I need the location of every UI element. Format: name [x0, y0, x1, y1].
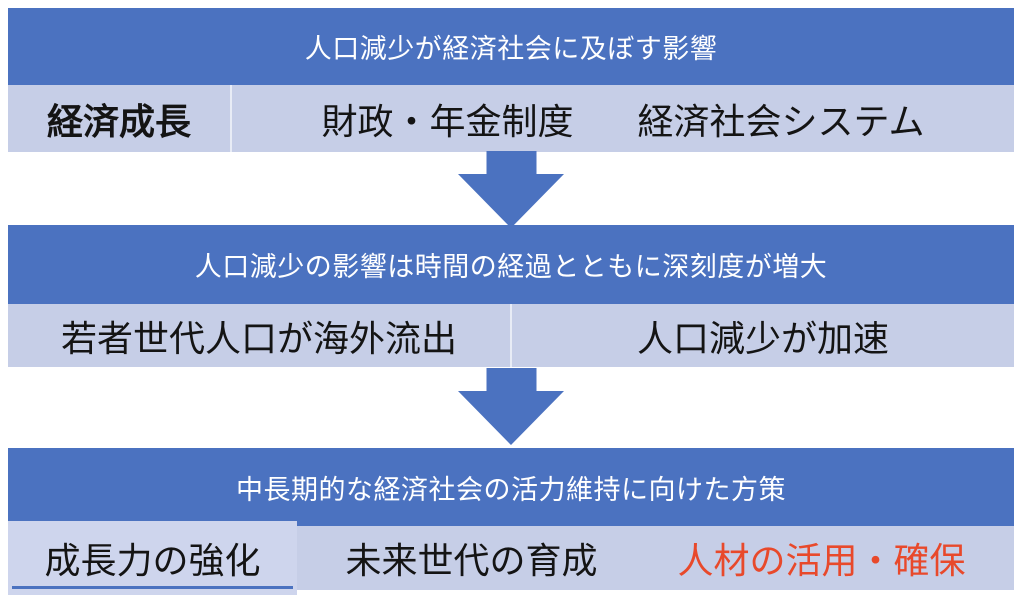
cell-economic-growth-label: 経済成長 [46, 100, 191, 142]
cell-economic-growth: 経済成長 [8, 85, 230, 152]
cell-socioeconomic-system-label: 経済社会システム [637, 100, 925, 142]
down-arrow-icon [458, 151, 564, 228]
cell-talent-utilization-label: 人材の活用・確保 [677, 540, 966, 581]
cell-population-decline-accelerates-label: 人口減少が加速 [636, 317, 889, 359]
section2-header-label: 人口減少の影響は時間の経過とともに深刻度が増大 [194, 252, 828, 282]
section2-cell-divider [510, 304, 512, 367]
cell-population-decline-accelerates: 人口減少が加速 [512, 304, 1014, 367]
down-arrow-icon [458, 368, 564, 445]
section3-header-label: 中長期的な経済社会の活力維持に向けた方策 [236, 474, 786, 505]
section1-header-label: 人口減少が経済社会に及ぼす影響 [304, 34, 718, 64]
section2-body: 若者世代人口が海外流出 人口減少が加速 [8, 304, 1014, 367]
cell-growth-strengthening: 成長力の強化 [8, 521, 297, 595]
section1-body: 経済成長 財政・年金制度 経済社会システム [8, 85, 1014, 152]
section1-header: 人口減少が経済社会に及ぼす影響 [8, 8, 1014, 85]
section3-right-cells: 未来世代の育成 人材の活用・確保 [297, 526, 1014, 590]
cell-growth-strengthening-label: 成長力の強化 [44, 540, 261, 581]
cell-finance-pension-label: 財政・年金制度 [321, 100, 574, 142]
cell-youth-outflow: 若者世代人口が海外流出 [8, 304, 510, 367]
section3-header: 中長期的な経済社会の活力維持に向けた方策 [8, 448, 1014, 526]
section1-right-cells: 財政・年金制度 経済社会システム [232, 85, 1014, 152]
section2-header: 人口減少の影響は時間の経過とともに深刻度が増大 [8, 225, 1014, 304]
cell-youth-outflow-label: 若者世代人口が海外流出 [60, 317, 457, 359]
growth-cell-underline [12, 586, 293, 589]
cell-future-generations-label: 未来世代の育成 [345, 540, 598, 581]
section1-cell-divider [230, 85, 232, 152]
